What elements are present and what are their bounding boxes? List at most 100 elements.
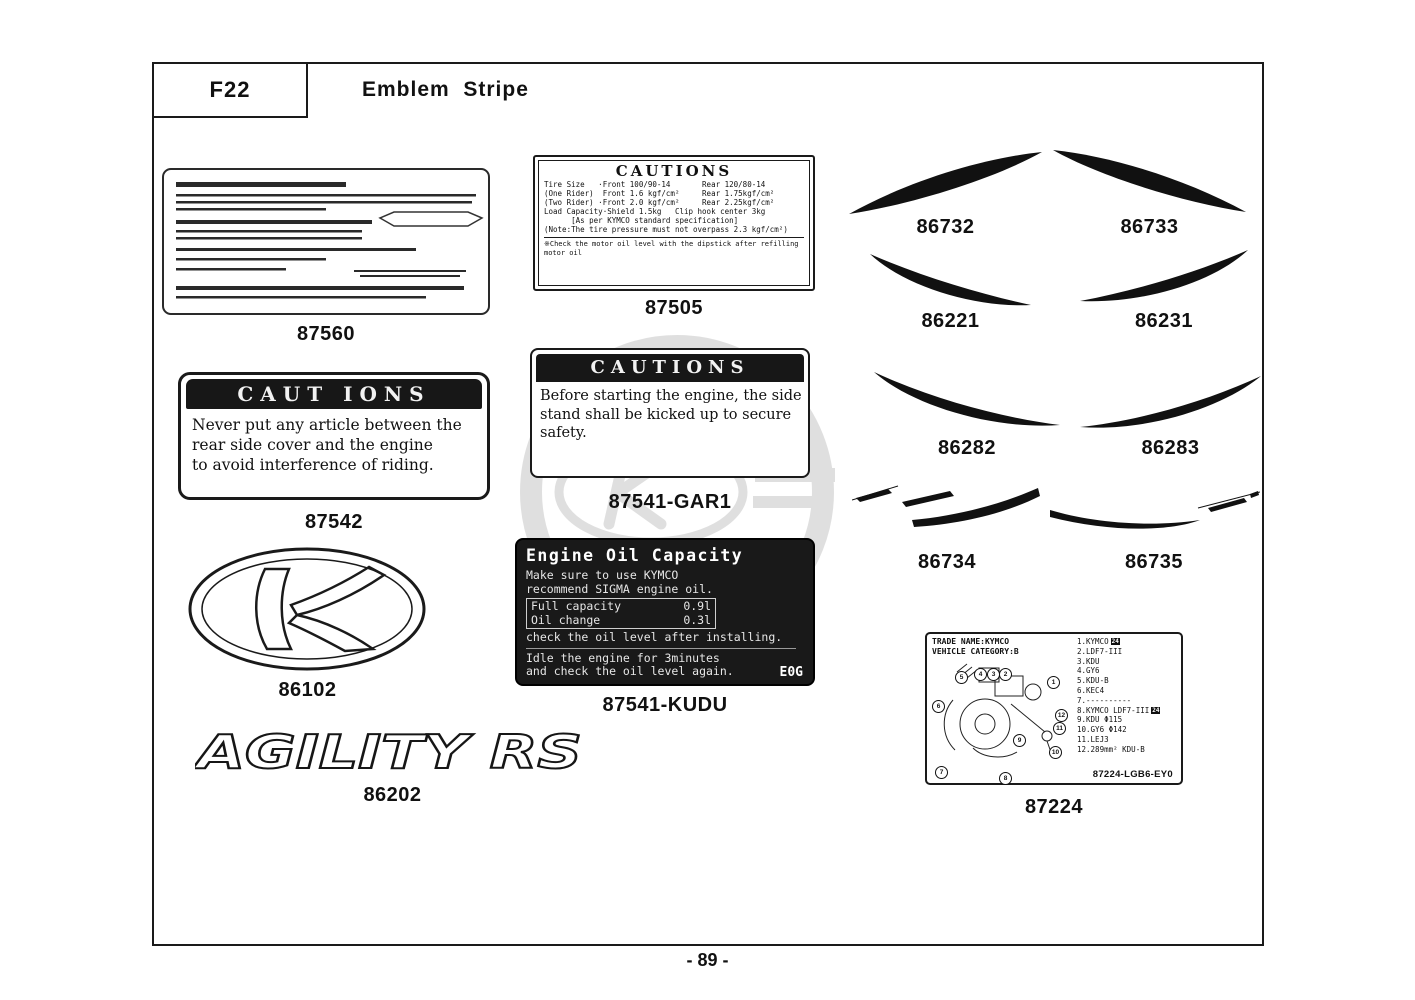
part-number-86734: 86734 (917, 551, 977, 573)
approval-list-text: 1.KYMCO (1077, 637, 1109, 646)
label-87541-gar1-body-line: stand shall be kicked up to secure (540, 406, 792, 423)
logo-86202: AGILITY RS (192, 724, 590, 782)
stripe-86282 (872, 366, 1062, 434)
label-87541-kudu-line: check the oil level after installing. (526, 630, 783, 644)
part-number-86221: 86221 (921, 310, 980, 332)
part-number-86231: 86231 (1134, 310, 1194, 332)
approval-list-item: 10.GY6 Φ142 (1077, 725, 1127, 735)
part-number-86733: 86733 (1120, 216, 1179, 238)
part-number-86735: 86735 (1124, 551, 1184, 573)
label-87505: CAUTIONS Tire Size ·Front 100/90-14 Rear… (533, 155, 815, 291)
oil-capacity-line: Oil change 0.3l (531, 612, 712, 627)
oil-capacity-box: Full capacity 0.9l Oil change 0.3l (526, 598, 717, 629)
label-87505-line: (Note:The tire pressure must not overpas… (544, 225, 788, 234)
part-number-87541-kudu: 87541-KUDU (602, 694, 728, 716)
callout-6: 6 (932, 700, 945, 713)
label-87224-code: 87224-LGB6-EY0 (1092, 769, 1173, 780)
approval-list-item: 12.289mm² KDU-B (1077, 744, 1145, 754)
label-87505-line: (Two Rider) ·Front 2.0 kgf/cm² Rear 2.25… (544, 198, 775, 207)
emblem-86102 (185, 545, 430, 677)
approval-list-text: 8.KYMCO LDF7-III (1077, 705, 1150, 715)
label-87542: CAUT IONS Never put any article between … (178, 372, 490, 500)
label-87541-kudu-line: and check the oil level again. (526, 664, 734, 678)
label-87541-gar1-body: Before starting the engine, the side sta… (536, 382, 804, 443)
label-87541-gar1: CAUTIONS Before starting the engine, the… (530, 348, 810, 478)
callout-4: 4 (974, 668, 987, 681)
callout-3: 3 (987, 668, 1000, 681)
label-87542-body-line: to avoid interference of riding. (192, 456, 434, 474)
label-87505-line: (One Rider) Front 1.6 kgf/cm² Rear 1.75k… (544, 189, 775, 198)
part-number-86282: 86282 (937, 437, 997, 459)
stripe-86733 (1052, 148, 1247, 220)
stripe-86231 (1078, 246, 1250, 308)
badge-24: 24 (1110, 638, 1120, 646)
callout-10: 10 (1049, 746, 1062, 759)
stripe-86735-graphic (1050, 491, 1261, 529)
label-87542-body-line: Never put any article between the (192, 416, 462, 434)
stripe-86735 (1048, 486, 1261, 544)
approval-list-item: 3.KDU (1077, 656, 1100, 666)
label-87505-note: ※Check the motor oil level with the dips… (544, 237, 804, 257)
approval-list-item: 5.KDU-B (1077, 676, 1109, 686)
label-87541-kudu-corner-code: E0G (779, 665, 803, 680)
label-87560 (162, 168, 490, 315)
stripe-86283 (1078, 370, 1263, 434)
label-87505-line: [As per KYMCO standard specification] (544, 216, 739, 225)
label-87541-gar1-title: CAUTIONS (536, 354, 804, 382)
vehicle-category-text: VEHICLE CATEGORY:B (932, 647, 1019, 656)
stripe-86221-graphic (870, 254, 1031, 306)
label-87505-note-line: ※Check the motor oil level with the dips… (544, 240, 799, 248)
approval-list-item: 4.GY6 (1077, 666, 1100, 676)
agility-rs-logo-graphic: AGILITY RS (192, 724, 583, 780)
oil-capacity-line: Full capacity 0.9l (531, 599, 712, 613)
stripe-86283-graphic (1080, 376, 1261, 428)
label-87541-kudu-line: recommend SIGMA engine oil. (526, 581, 713, 596)
part-number-87541-gar1: 87541-GAR1 (608, 491, 732, 513)
stripe-86221 (868, 250, 1033, 312)
part-number-86102: 86102 (278, 679, 337, 701)
engine-diagram (943, 663, 1054, 759)
callout-8: 8 (999, 772, 1012, 785)
callout-2: 2 (999, 668, 1012, 681)
callout-7: 7 (935, 766, 948, 779)
trade-name-text: TRADE NAME:KYMCO (932, 637, 1010, 646)
kymco-k-emblem-graphic (188, 547, 426, 671)
stripe-86734 (851, 478, 1042, 540)
page-frame (152, 62, 1264, 946)
callout-9: 9 (1013, 734, 1026, 747)
page-title: Emblem Stripe (362, 78, 529, 101)
approval-list-item: 11.LEJ3 (1077, 734, 1109, 744)
label-87224: TRADE NAME:KYMCO VEHICLE CATEGORY:B 1.KY… (925, 632, 1183, 785)
label-87542-title: CAUT IONS (186, 379, 482, 409)
part-number-87560: 87560 (296, 323, 356, 345)
part-number-86283: 86283 (1141, 437, 1200, 459)
stripe-86733-graphic (1053, 150, 1246, 212)
label-87505-note-line: motor oil (544, 248, 582, 257)
callout-5: 5 (955, 671, 968, 684)
agility-rs-logo-text: AGILITY RS (195, 725, 582, 779)
label-87542-body: Never put any article between the rear s… (186, 409, 482, 475)
label-87541-kudu: Engine Oil Capacity Make sure to use KYM… (515, 538, 815, 686)
approval-list-item: 6.KEC4 (1077, 685, 1105, 695)
stripe-86282-graphic (874, 372, 1060, 426)
approval-list-item: 2.LDF7-III (1077, 646, 1123, 656)
approval-list-item: 7.---------- (1077, 695, 1132, 705)
label-87505-line: Load Capacity·Shield 1.5kg Clip hook cen… (544, 207, 766, 216)
callout-1: 1 (1047, 676, 1060, 689)
part-number-87505: 87505 (644, 297, 704, 319)
label-87505-title: CAUTIONS (615, 162, 733, 180)
label-87542-body-line: rear side cover and the engine (192, 436, 433, 454)
stripe-86732-graphic (849, 152, 1042, 214)
approval-list-item: 9.KDU Φ115 (1077, 715, 1123, 725)
callout-11: 11 (1053, 722, 1066, 735)
page-number: - 89 - (686, 950, 729, 970)
label-87541-gar1-body-line: Before starting the engine, the side (540, 388, 802, 404)
stripe-86231-graphic (1080, 250, 1248, 302)
stripe-86734-graphic (851, 485, 1040, 527)
label-87541-kudu-line: Idle the engine for 3minutes (526, 650, 720, 665)
label-87541-gar1-body-line: safety. (540, 425, 587, 441)
